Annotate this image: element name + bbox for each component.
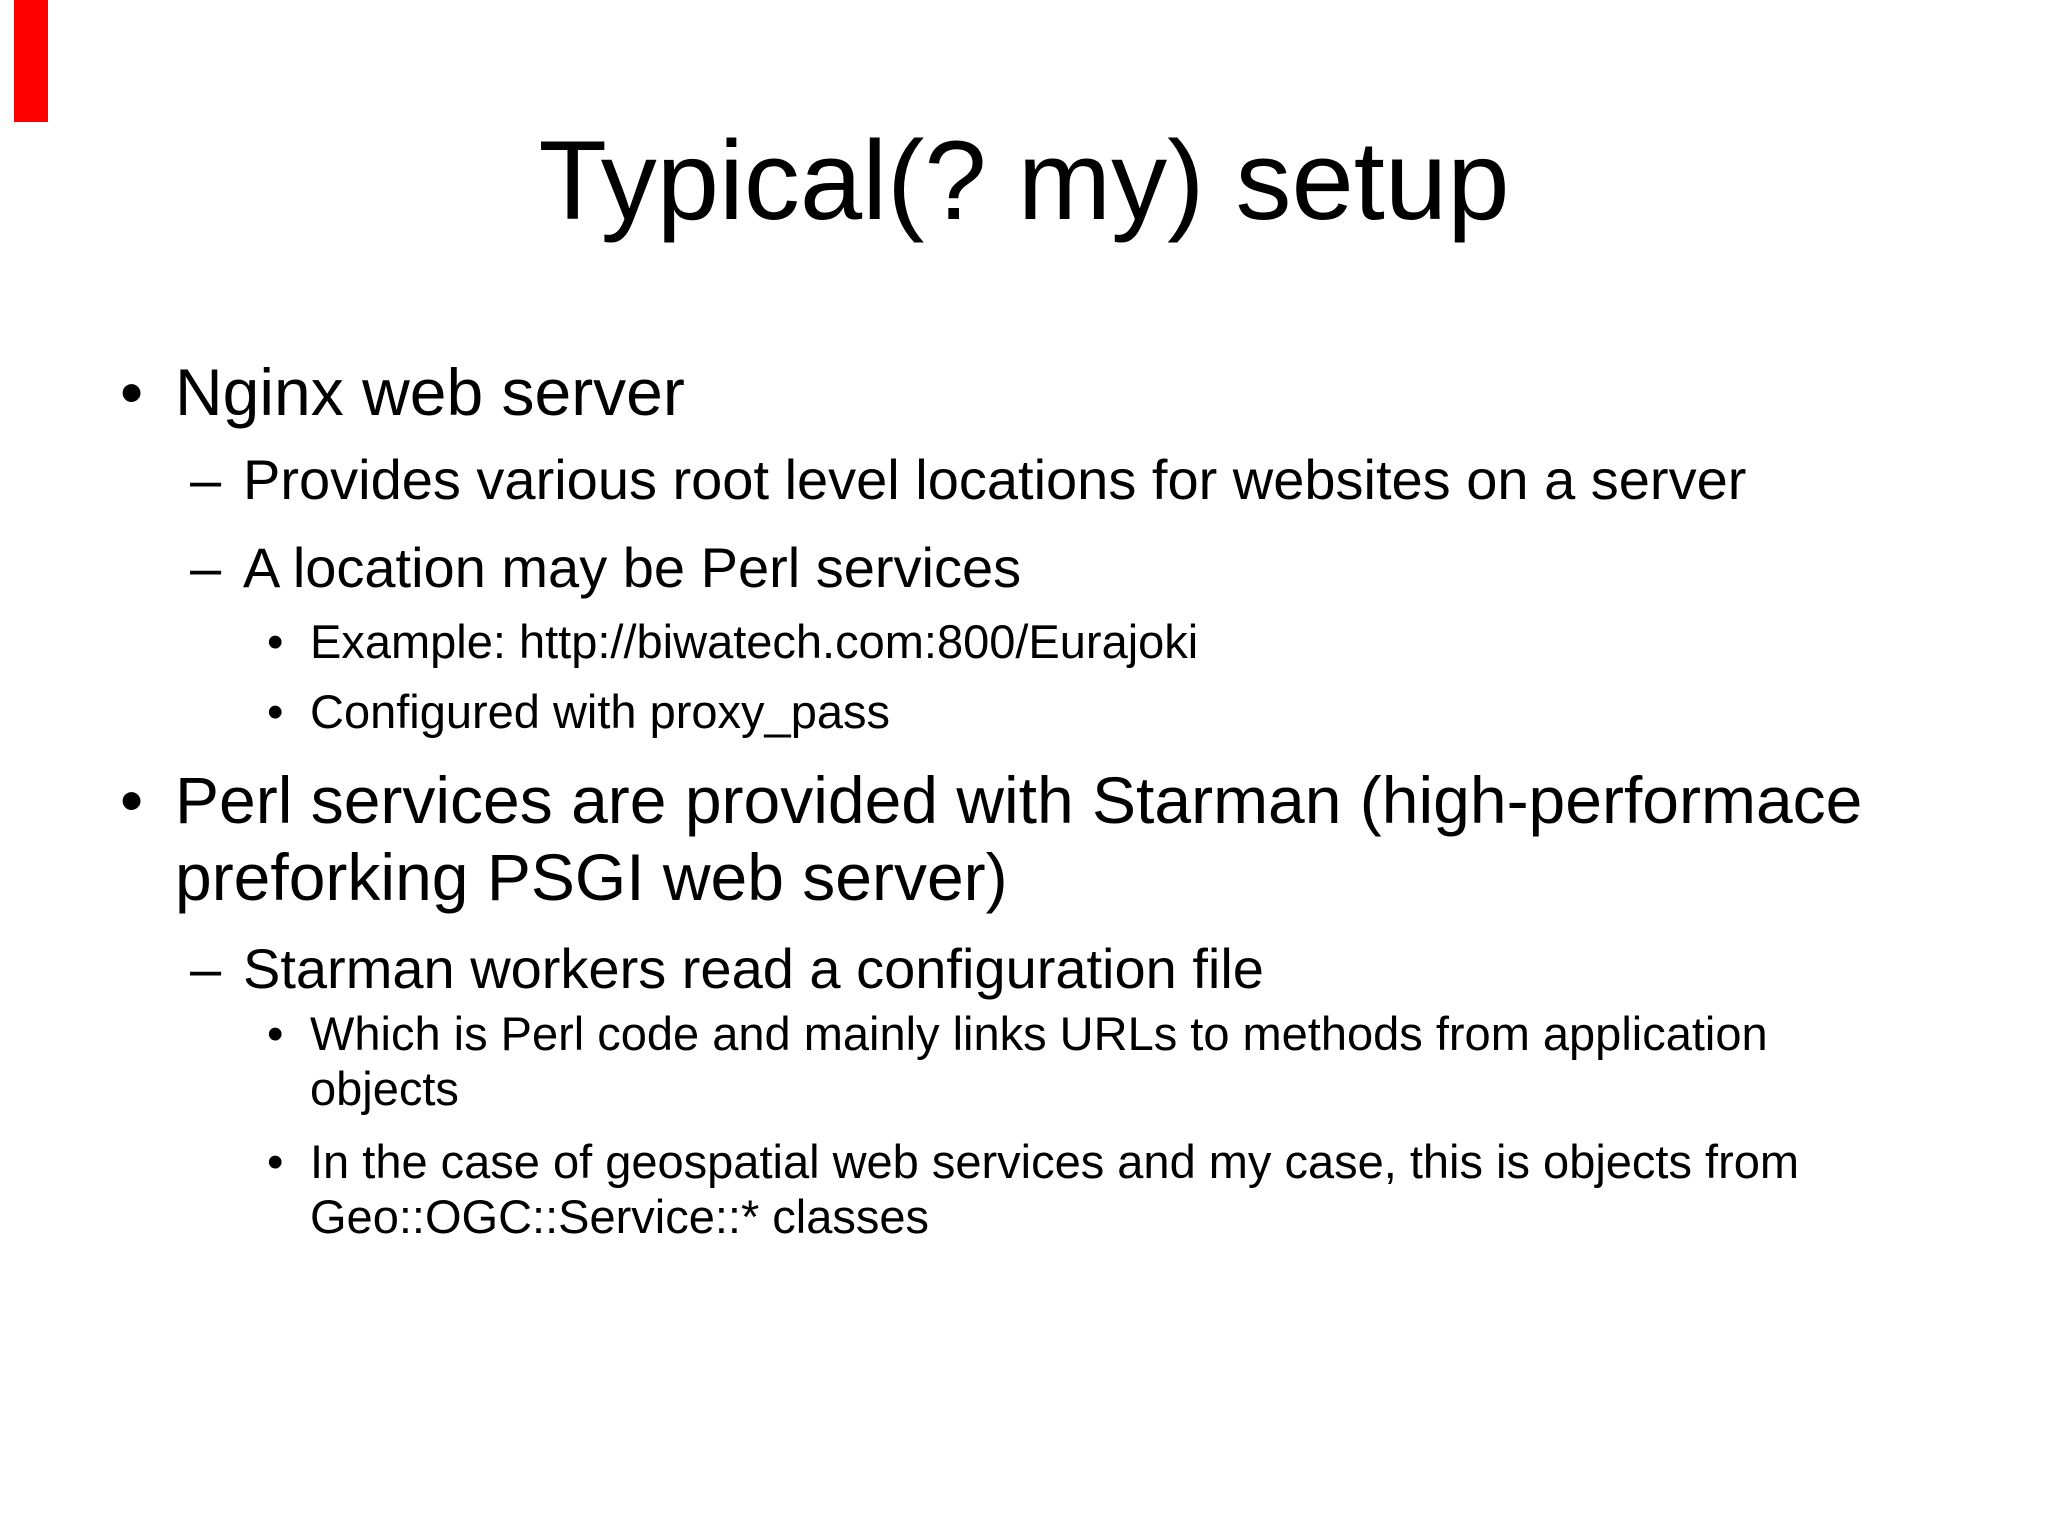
bullet-text: Starman workers read a configuration fil… — [243, 937, 1264, 1000]
bullet-item-location-perl-services: – A location may be Perl services — [190, 535, 1893, 601]
bullet-item-starman: • Perl services are provided with Starma… — [120, 762, 1925, 916]
bullet-text: Provides various root level locations fo… — [243, 448, 1747, 511]
bullet-text: Perl services are provided with Starman … — [175, 763, 1863, 915]
bullet-marker: • — [267, 1007, 284, 1060]
bullet-text: Configured with proxy_pass — [310, 685, 890, 738]
bullet-marker: • — [267, 685, 284, 738]
bullet-item-provides-locations: – Provides various root level locations … — [190, 447, 1893, 513]
bullet-item-nginx: • Nginx web server — [120, 354, 1925, 431]
bullet-text: Which is Perl code and mainly links URLs… — [310, 1007, 1768, 1115]
bullet-text: Example: http://biwatech.com:800/Eurajok… — [310, 615, 1199, 668]
bullet-item-proxy-pass: • Configured with proxy_pass — [267, 685, 1840, 740]
bullet-text: A location may be Perl services — [243, 536, 1022, 599]
slide-title: Typical(? my) setup — [538, 118, 1510, 243]
bullet-item-starman-workers: – Starman workers read a configuration f… — [190, 936, 1893, 1002]
bullet-text: Nginx web server — [175, 355, 685, 429]
red-bar-decoration — [14, 0, 48, 122]
bullet-marker: • — [120, 763, 144, 837]
bullet-marker: • — [267, 1135, 284, 1188]
bullet-item-example-url: • Example: http://biwatech.com:800/Euraj… — [267, 615, 1840, 670]
bullet-item-geo-ogc-service: • In the case of geospatial web services… — [267, 1135, 1840, 1245]
bullet-item-perl-code-links: • Which is Perl code and mainly links UR… — [267, 1007, 1840, 1117]
bullet-marker: • — [267, 615, 284, 668]
dash-marker: – — [190, 448, 222, 511]
bullet-marker: • — [120, 355, 144, 429]
dash-marker: – — [190, 937, 222, 1000]
dash-marker: – — [190, 536, 222, 599]
bullet-text: In the case of geospatial web services a… — [310, 1135, 1800, 1243]
